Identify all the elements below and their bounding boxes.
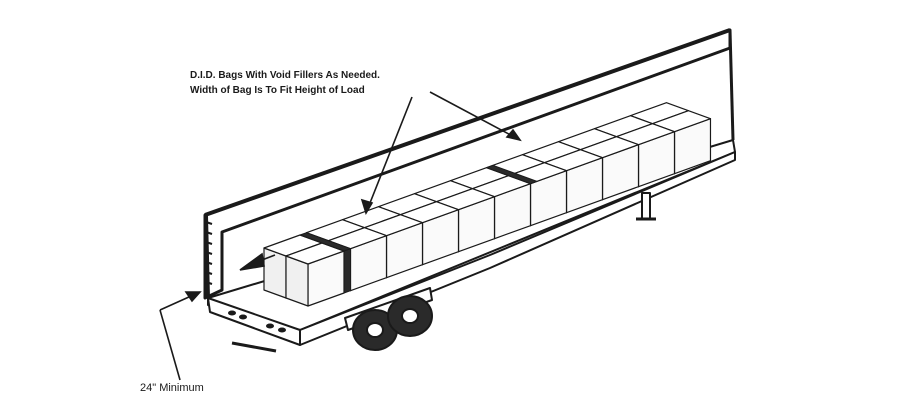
dunnage-bag bbox=[299, 232, 351, 252]
cargo-box-end bbox=[285, 255, 309, 307]
trailer-top-rail bbox=[204, 28, 731, 217]
front-bumper bbox=[207, 297, 301, 346]
dunnage-bag bbox=[343, 248, 351, 294]
minimum-callout: 24" Minimum bbox=[140, 382, 204, 394]
arrowhead-front-gap bbox=[239, 252, 265, 271]
leader-minimum bbox=[159, 309, 181, 381]
light bbox=[228, 310, 236, 316]
bags-callout-line2: Width of Bag Is To Fit Height of Load bbox=[190, 84, 365, 96]
wheel-hub bbox=[401, 308, 419, 324]
arrowhead-bag-rear bbox=[505, 128, 522, 142]
corner-ribs bbox=[205, 221, 213, 285]
trailer-rear-post bbox=[728, 29, 735, 141]
light bbox=[239, 314, 247, 320]
landing-gear bbox=[641, 192, 651, 220]
dunnage-bag bbox=[485, 164, 538, 185]
bags-callout: D.I.D. Bags With Void Fillers As Needed.… bbox=[190, 69, 380, 98]
leader-minimum-top bbox=[159, 291, 201, 311]
leader-bag-rear bbox=[429, 91, 521, 141]
wheels bbox=[352, 295, 433, 351]
light bbox=[278, 327, 286, 333]
wheel-hub bbox=[366, 322, 384, 338]
hitch-bar bbox=[231, 341, 277, 353]
bags-callout-line1: D.I.D. Bags With Void Fillers As Needed. bbox=[190, 70, 380, 81]
cargo-load bbox=[263, 102, 712, 307]
arrowhead-bag-front bbox=[360, 198, 374, 215]
leader-bag-front bbox=[365, 96, 413, 214]
trailer-front-post bbox=[204, 215, 210, 299]
leader-lines bbox=[159, 91, 522, 381]
light bbox=[266, 323, 274, 329]
leader-front-gap bbox=[261, 254, 276, 261]
